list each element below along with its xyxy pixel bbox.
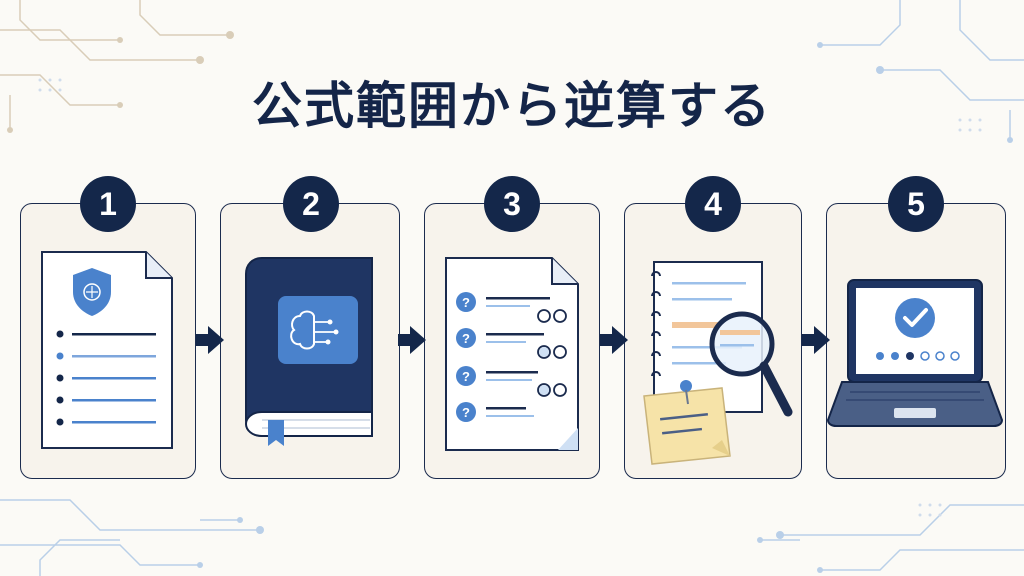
svg-text:?: ? <box>462 295 470 310</box>
question-sheet-icon: ???? <box>445 257 579 451</box>
step-number-3: 3 <box>484 176 540 232</box>
svg-text:?: ? <box>462 369 470 384</box>
page-title: 公式範囲から逆算する <box>252 77 772 135</box>
book-with-ai-brain-icon <box>244 257 373 446</box>
arrow-right-icon <box>196 326 224 354</box>
document-with-ai-shield-icon <box>41 251 173 449</box>
laptop-checkmark-icon <box>826 279 1004 427</box>
step-number-2: 2 <box>283 176 339 232</box>
step-number-1: 1 <box>80 176 136 232</box>
arrow-right-icon <box>600 326 628 354</box>
step-number-5: 5 <box>888 176 944 232</box>
svg-text:?: ? <box>462 331 470 346</box>
step-number-4: 4 <box>685 176 741 232</box>
arrow-right-icon <box>802 326 830 354</box>
svg-text:?: ? <box>462 405 470 420</box>
notebook-magnifier-note-icon <box>643 261 793 465</box>
arrow-right-icon <box>398 326 426 354</box>
